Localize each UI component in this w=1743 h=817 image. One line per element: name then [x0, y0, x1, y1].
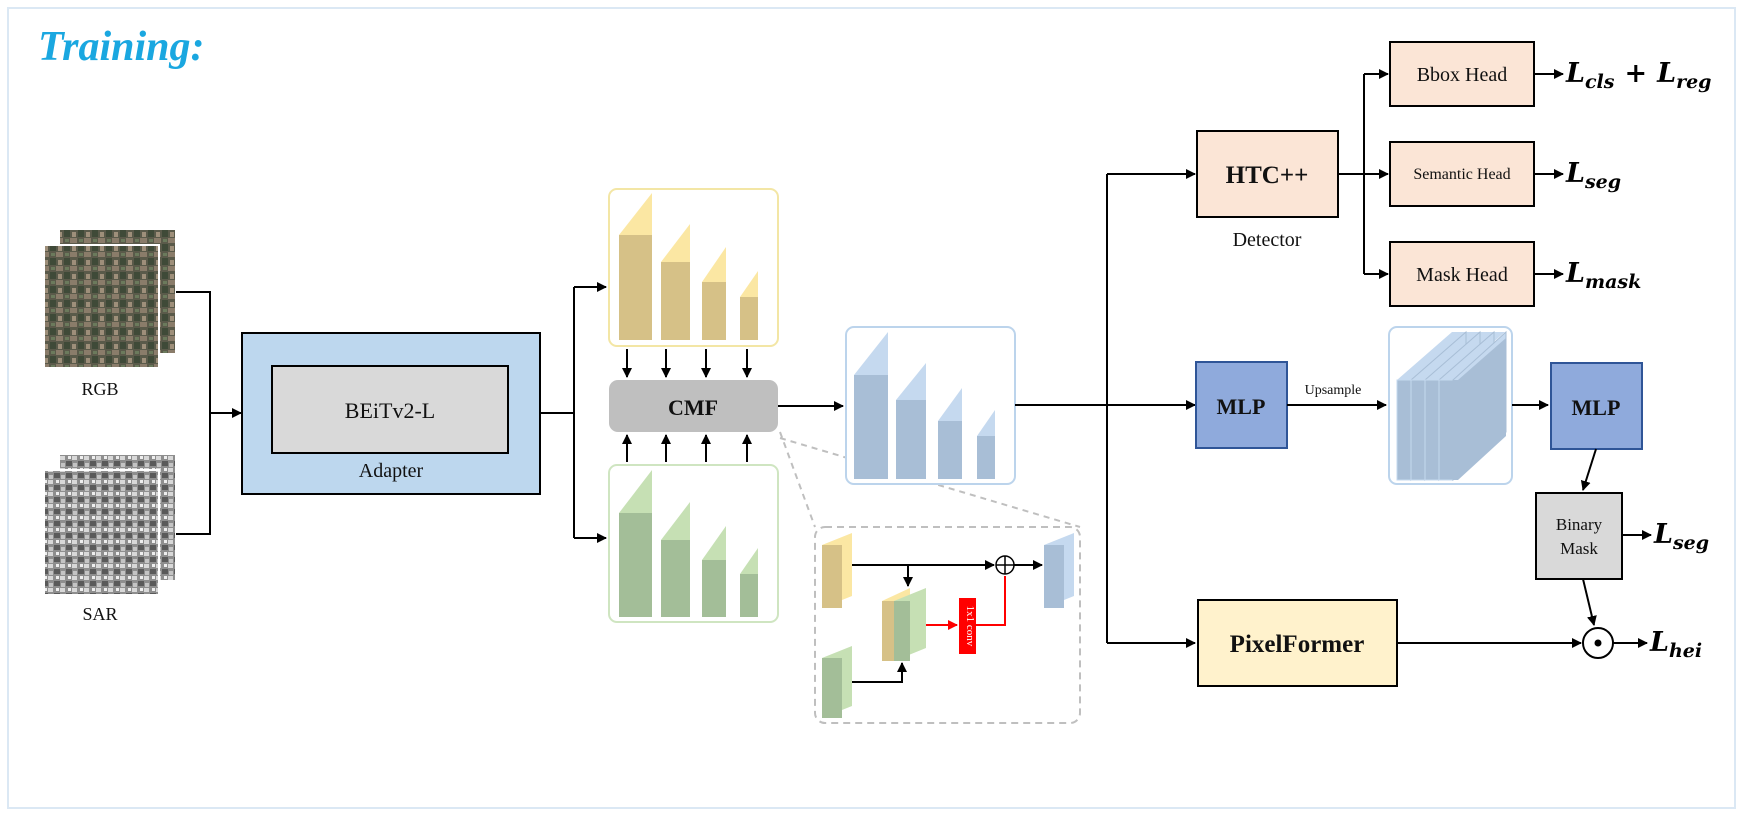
- fused-output-connectors: [1015, 169, 1196, 648]
- loss-mask: Lmask: [1565, 258, 1641, 293]
- htc-box: [1196, 130, 1339, 218]
- detector-caption: Detector: [1233, 229, 1302, 251]
- cmf-arrows: [622, 349, 752, 462]
- mask-to-product-arrow: [1582, 578, 1597, 626]
- head-loss-arrows: [1534, 69, 1564, 279]
- binary-mask-label-2: Mask: [1560, 539, 1598, 558]
- loss-hei: Lhei: [1649, 627, 1702, 662]
- bbox-head-box: [1389, 41, 1535, 107]
- input-connectors: [176, 291, 242, 535]
- backbone-box: [271, 365, 509, 454]
- adapter-output-connectors: [540, 282, 607, 543]
- pixelformer-box: [1197, 599, 1398, 687]
- pixelformer-label: PixelFormer: [1230, 631, 1365, 658]
- mlp-label-1: MLP: [1217, 394, 1266, 419]
- cmf-label: CMF: [668, 395, 718, 420]
- conv-label: 1x1 conv: [964, 606, 976, 647]
- adapter-label: Adapter: [359, 460, 424, 482]
- upsampled-features: [1396, 330, 1507, 482]
- cmf-detail-arrows: [852, 560, 1043, 683]
- mlp-label-2: MLP: [1572, 395, 1621, 420]
- htc-label: HTC++: [1226, 162, 1309, 189]
- bbox-head-label: Bbox Head: [1417, 64, 1508, 86]
- backbone-label: BEiTv2-L: [345, 398, 435, 423]
- cmf-block: [609, 380, 778, 432]
- head-connectors: [1338, 69, 1389, 279]
- sar-feature-pyramid: [619, 470, 758, 617]
- semantic-head-box: [1389, 141, 1535, 207]
- page-title: Training:: [38, 24, 204, 70]
- outer-frame: [7, 7, 1736, 809]
- mlp-box-2: [1550, 362, 1643, 450]
- sar-label: SAR: [82, 604, 117, 624]
- cmf-detail-contents: 1x1 conv: [822, 533, 1074, 718]
- loss-cls-reg: Lcls+Lreg: [1565, 58, 1711, 93]
- rgb-input-images: [43, 230, 175, 369]
- mask-head-label: Mask Head: [1416, 264, 1508, 286]
- upsample-label: Upsample: [1305, 383, 1362, 398]
- rgb-label: RGB: [81, 379, 118, 399]
- rgb-feature-pyramid: [619, 193, 758, 340]
- elementwise-product-icon: [1582, 627, 1614, 659]
- mlp-box-1: [1195, 361, 1288, 449]
- binary-mask-box: [1535, 492, 1623, 580]
- semantic-head-label: Semantic Head: [1413, 166, 1510, 183]
- fused-feature-pyramid: [854, 332, 995, 479]
- loss-seg-semantic: Lseg: [1565, 158, 1621, 193]
- sar-input-images: [43, 455, 175, 596]
- binary-mask-label-1: Binary: [1556, 515, 1603, 534]
- mlp2-to-mask-arrow: [1580, 448, 1597, 491]
- mask-head-box: [1389, 241, 1535, 307]
- loss-seg-binary: Lseg: [1653, 519, 1709, 554]
